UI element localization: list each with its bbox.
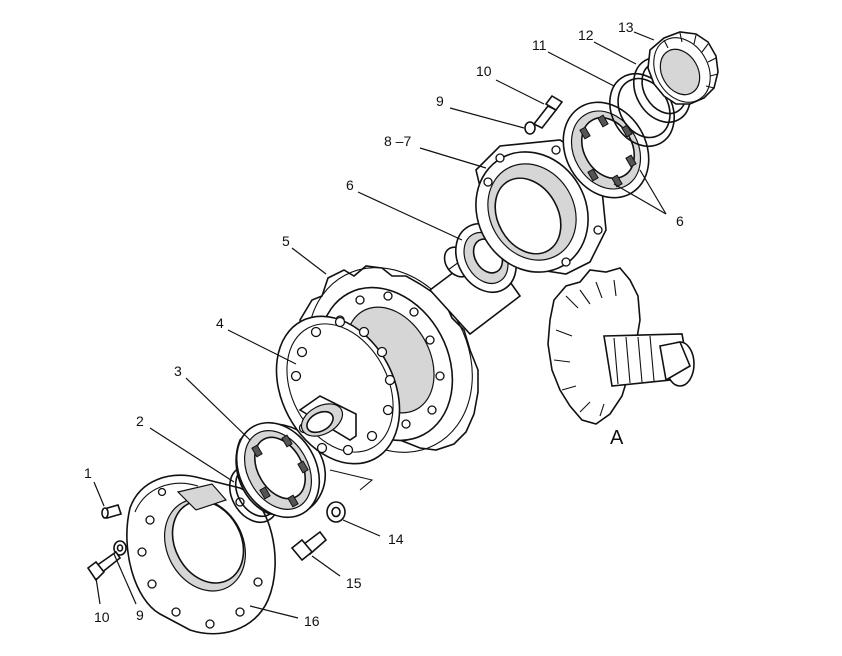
bolt-part-15 [290, 530, 328, 562]
label-1: 1 [84, 465, 92, 481]
washer-part-14 [326, 501, 346, 523]
label-6-b: 6 [676, 213, 684, 229]
label-2: 2 [136, 413, 144, 429]
leader-lines [93, 31, 667, 619]
callout-labels: 1 2 3 4 5 6 8 –7 9 10 11 12 13 6 14 15 1… [84, 19, 684, 629]
washer-part-9-upper [524, 121, 536, 135]
retainer-plate-part-16 [126, 474, 276, 635]
label-9-a: 9 [436, 93, 444, 109]
detail-a-pinion-gear [547, 267, 695, 425]
label-12: 12 [578, 27, 594, 43]
label-9-b: 9 [136, 607, 144, 623]
detail-label-a: A [610, 427, 624, 449]
label-10-b: 10 [94, 609, 110, 625]
bolt-part-10-upper [532, 94, 564, 130]
label-10-a: 10 [476, 63, 492, 79]
splined-nut-part-13 [647, 31, 719, 105]
label-14: 14 [388, 531, 404, 547]
label-5: 5 [282, 233, 290, 249]
label-6-a: 6 [346, 177, 354, 193]
washer-part-9-lower [113, 540, 127, 556]
bearing-part-3 [235, 421, 327, 519]
bolt-part-10-lower [86, 550, 122, 582]
label-3: 3 [174, 363, 182, 379]
differential-case-part-4 [275, 315, 401, 491]
label-16: 16 [304, 613, 320, 629]
label-13: 13 [618, 19, 634, 35]
label-4: 4 [216, 315, 224, 331]
label-15: 15 [346, 575, 362, 591]
label-11: 11 [532, 37, 547, 53]
label-8-7: 8 –7 [384, 133, 411, 149]
dowel-pin-part-1 [101, 504, 123, 519]
